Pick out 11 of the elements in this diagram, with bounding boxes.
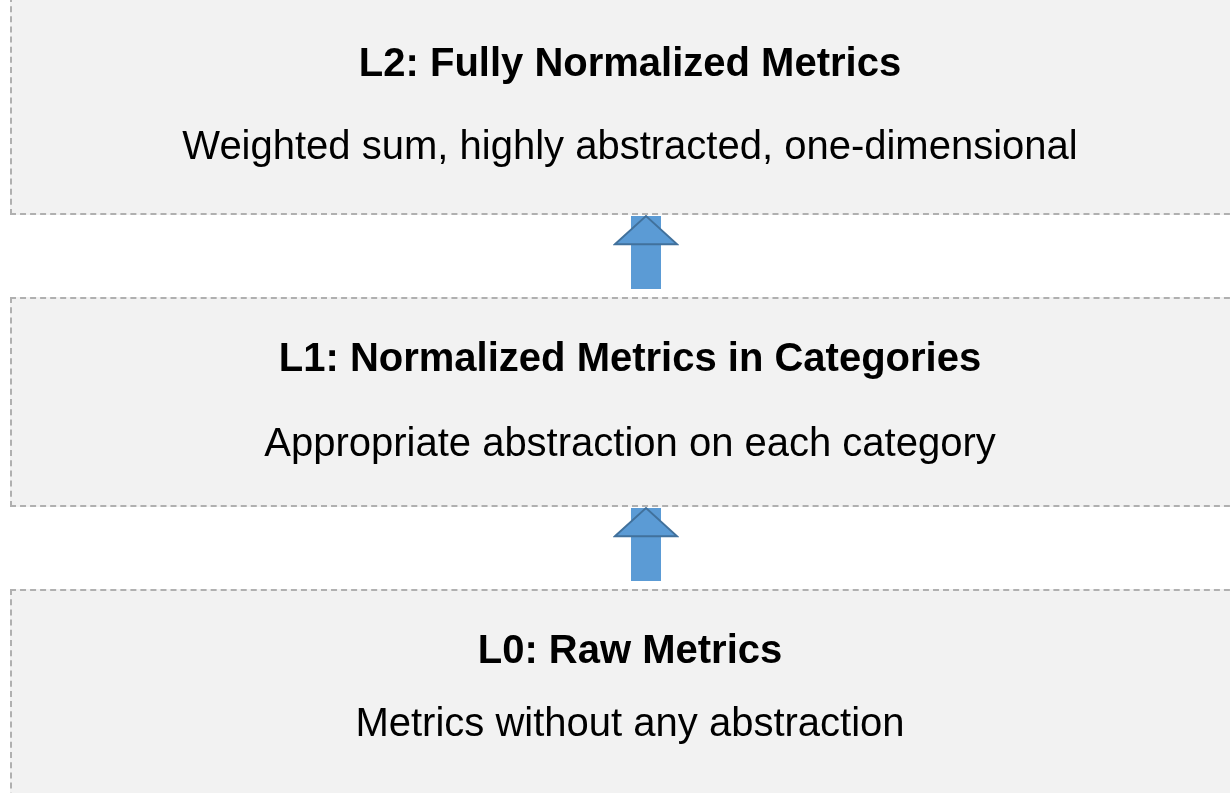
block-arrow <box>613 507 679 581</box>
layer-title: L0: Raw Metrics <box>477 627 783 672</box>
layer-band <box>10 0 1230 215</box>
layer-description: Weighted sum, highly abstracted, one-dimensional <box>182 123 1078 168</box>
layer-description: Metrics without any abstraction <box>355 700 905 745</box>
layer-band <box>10 297 1230 507</box>
layer-title: L1: Normalized Metrics in Categories <box>278 335 982 380</box>
layer-band <box>10 589 1230 793</box>
layer-title: L2: Fully Normalized Metrics <box>358 40 902 85</box>
layer-description: Appropriate abstraction on each category <box>264 420 996 465</box>
block-arrow <box>613 215 679 289</box>
